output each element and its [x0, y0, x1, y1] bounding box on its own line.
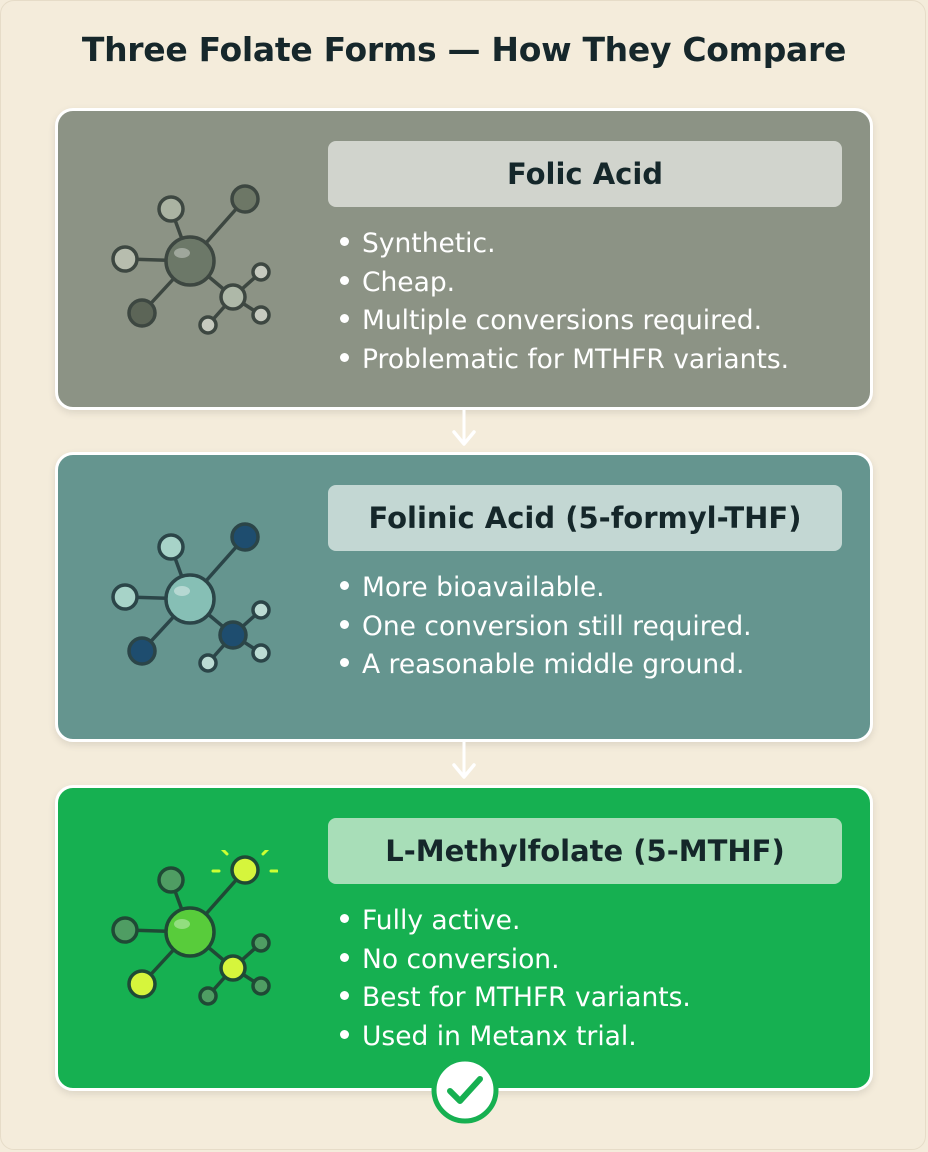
bullet-item: More bioavailable.: [340, 569, 752, 608]
bullet-item: One conversion still required.: [340, 608, 752, 647]
bullet-item: Best for MTHFR variants.: [340, 979, 691, 1018]
bullet-item: Fully active.: [340, 902, 691, 941]
bullet-item: Synthetic.: [340, 225, 789, 264]
card-heading: Folinic Acid (5-formyl-THF): [328, 485, 842, 551]
bullet-item: Problematic for MTHFR variants.: [340, 341, 789, 380]
bullet-item: A reasonable middle ground.: [340, 646, 752, 685]
bullet-item: Cheap.: [340, 264, 789, 303]
down-arrow-icon: [452, 742, 476, 779]
bullet-list: Fully active. No conversion. Best for MT…: [340, 902, 691, 1056]
bullet-list: Synthetic. Cheap. Multiple conversions r…: [340, 225, 789, 379]
bullet-item: Used in Metanx trial.: [340, 1018, 691, 1057]
down-arrow-icon: [452, 410, 476, 446]
card-heading: L-Methylfolate (5-MTHF): [328, 818, 842, 884]
card-l-methylfolate: L-Methylfolate (5-MTHF) Fully active. No…: [55, 785, 873, 1091]
check-circle-icon: [431, 1056, 499, 1124]
molecule-icon: [111, 522, 271, 673]
card-folinic-acid: Folinic Acid (5-formyl-THF) More bioavai…: [55, 452, 873, 742]
card-folic-acid: Folic Acid Synthetic. Cheap. Multiple co…: [55, 108, 873, 410]
page-title: Three Folate Forms — How They Compare: [81, 30, 847, 69]
bullet-item: Multiple conversions required.: [340, 302, 789, 341]
molecule-icon: [111, 184, 271, 335]
bullet-list: More bioavailable. One conversion still …: [340, 569, 752, 685]
card-heading: Folic Acid: [328, 141, 842, 207]
bullet-item: No conversion.: [340, 941, 691, 980]
glowing-molecule-icon: [111, 850, 278, 1006]
